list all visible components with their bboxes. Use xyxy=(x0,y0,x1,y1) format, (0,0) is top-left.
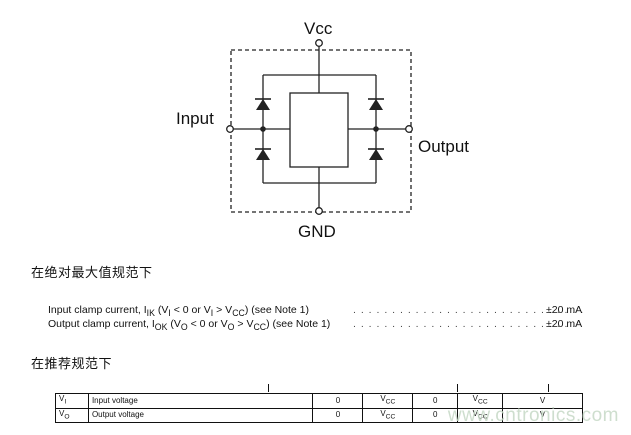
input-lower-diode xyxy=(255,148,271,160)
output-clamp-current-value: ±20 mA xyxy=(546,318,583,330)
output-junction-dot xyxy=(373,126,379,132)
input-clamp-current-spec: Input clamp current, IIK (VI < 0 or VI >… xyxy=(48,304,583,319)
clamp-diode-diagram: Vcc GND Input Output xyxy=(176,19,469,241)
parameter-cell: Input voltage xyxy=(87,393,314,409)
max-cell: VCC xyxy=(457,407,504,424)
vcc-label: Vcc xyxy=(304,19,333,38)
gnd-terminal xyxy=(315,207,323,215)
leader-dots: . . . . . . . . . . . . . . . . . . . . … xyxy=(353,318,577,330)
table-cut-line xyxy=(268,384,269,392)
output-upper-diode xyxy=(368,98,384,110)
table-cut-line xyxy=(548,384,549,392)
recommended-heading: 在推荐规范下 xyxy=(31,357,113,372)
output-label: Output xyxy=(418,137,469,156)
input-label: Input xyxy=(176,109,214,128)
input-clamp-current-value: ±20 mA xyxy=(546,304,583,316)
input-terminal xyxy=(226,125,234,133)
recommended-conditions-table: VI Input voltage 0 VCC 0 VCC V VO Output… xyxy=(55,393,583,424)
input-upper-diode xyxy=(255,98,271,110)
logic-core-block xyxy=(289,92,349,168)
symbol-cell: VO xyxy=(55,407,89,424)
output-lower-diode xyxy=(368,148,384,160)
vcc-terminal xyxy=(315,39,323,47)
table-cut-line xyxy=(457,384,458,392)
parameter-cell: Output voltage xyxy=(87,407,314,424)
max-cell: VCC xyxy=(457,393,504,409)
output-clamp-current-spec: Output clamp current, IOK (VO < 0 or VO … xyxy=(48,318,583,333)
gnd-label: GND xyxy=(298,222,336,241)
symbol-cell: VI xyxy=(55,393,89,409)
input-junction-dot xyxy=(260,126,266,132)
output-terminal xyxy=(405,125,413,133)
unit-cell: V xyxy=(502,407,583,424)
max-cell: VCC xyxy=(362,393,414,409)
max-cell: VCC xyxy=(362,407,414,424)
leader-dots: . . . . . . . . . . . . . . . . . . . . … xyxy=(353,304,583,316)
table-row: VO Output voltage 0 VCC 0 VCC V xyxy=(55,407,583,424)
absolute-max-heading: 在绝对最大值规范下 xyxy=(31,266,153,281)
cut-off-spec-line xyxy=(48,292,188,295)
watermark: www.cntronics.com xyxy=(447,405,619,426)
min-cell: 0 xyxy=(312,407,364,424)
min-cell: 0 xyxy=(312,393,364,409)
